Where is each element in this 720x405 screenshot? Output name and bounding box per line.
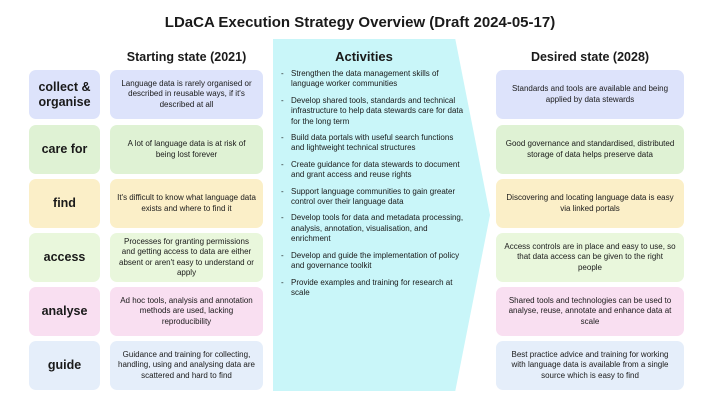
- activity-item: -Provide examples and training for resea…: [281, 277, 453, 297]
- activity-item: -Develop and guide the implementation of…: [281, 250, 460, 271]
- activity-text: Strengthen the data management skills of…: [291, 69, 439, 89]
- activity-item: -Develop tools for data and metadata pro…: [281, 213, 464, 244]
- activity-text: Support language communities to gain gre…: [291, 186, 456, 207]
- desired-state-guide: Best practice advice and training for wo…: [496, 341, 684, 390]
- starting-state-analyse: Ad hoc tools, analysis and annotation me…: [110, 287, 263, 336]
- activity-text: Develop shared tools, standards and tech…: [291, 95, 464, 126]
- starting-state-header: Starting state (2021): [126, 50, 247, 64]
- activity-text: Develop tools for data and metadata proc…: [291, 213, 464, 244]
- activity-item: -Create guidance for data stewards to do…: [281, 159, 460, 180]
- desired-state-collect-organise: Standards and tools are available and be…: [496, 70, 684, 119]
- activities-list: -Strengthen the data management skills o…: [281, 69, 466, 304]
- activity-text: Develop and guide the implementation of …: [291, 250, 460, 271]
- row-label-care-for: care for: [29, 125, 100, 174]
- activity-item: -Support language communities to gain gr…: [281, 186, 456, 207]
- diagram-title: LDaCA Execution Strategy Overview (Draft…: [164, 14, 556, 31]
- activity-item: -Strengthen the data management skills o…: [281, 69, 439, 89]
- starting-state-collect-organise: Language data is rarely organised or des…: [110, 70, 263, 119]
- activity-text: Build data portals with useful search fu…: [291, 133, 454, 153]
- starting-state-access: Processes for granting permissions and g…: [110, 233, 263, 282]
- row-label-find: find: [29, 179, 100, 228]
- desired-state-access: Access controls are in place and easy to…: [496, 233, 684, 282]
- desired-state-header: Desired state (2028): [530, 50, 650, 64]
- desired-state-analyse: Shared tools and technologies can be use…: [496, 287, 684, 336]
- activity-text: Provide examples and training for resear…: [291, 277, 453, 297]
- desired-state-care-for: Good governance and standardised, distri…: [496, 125, 684, 174]
- row-label-analyse: analyse: [29, 287, 100, 336]
- activities-arrow: [273, 39, 490, 391]
- starting-state-care-for: A lot of language data is at risk of bei…: [110, 125, 263, 174]
- row-label-guide: guide: [29, 341, 100, 390]
- activity-text: Create guidance for data stewards to doc…: [291, 159, 460, 180]
- row-label-access: access: [29, 233, 100, 282]
- starting-state-guide: Guidance and training for collecting, ha…: [110, 341, 263, 390]
- activity-item: -Develop shared tools, standards and tec…: [281, 95, 464, 126]
- activity-item: -Build data portals with useful search f…: [281, 133, 454, 153]
- desired-state-find: Discovering and locating language data i…: [496, 179, 684, 228]
- activities-header: Activities: [335, 49, 393, 64]
- starting-state-find: It's difficult to know what language dat…: [110, 179, 263, 228]
- row-label-collect-organise: collect & organise: [29, 70, 100, 119]
